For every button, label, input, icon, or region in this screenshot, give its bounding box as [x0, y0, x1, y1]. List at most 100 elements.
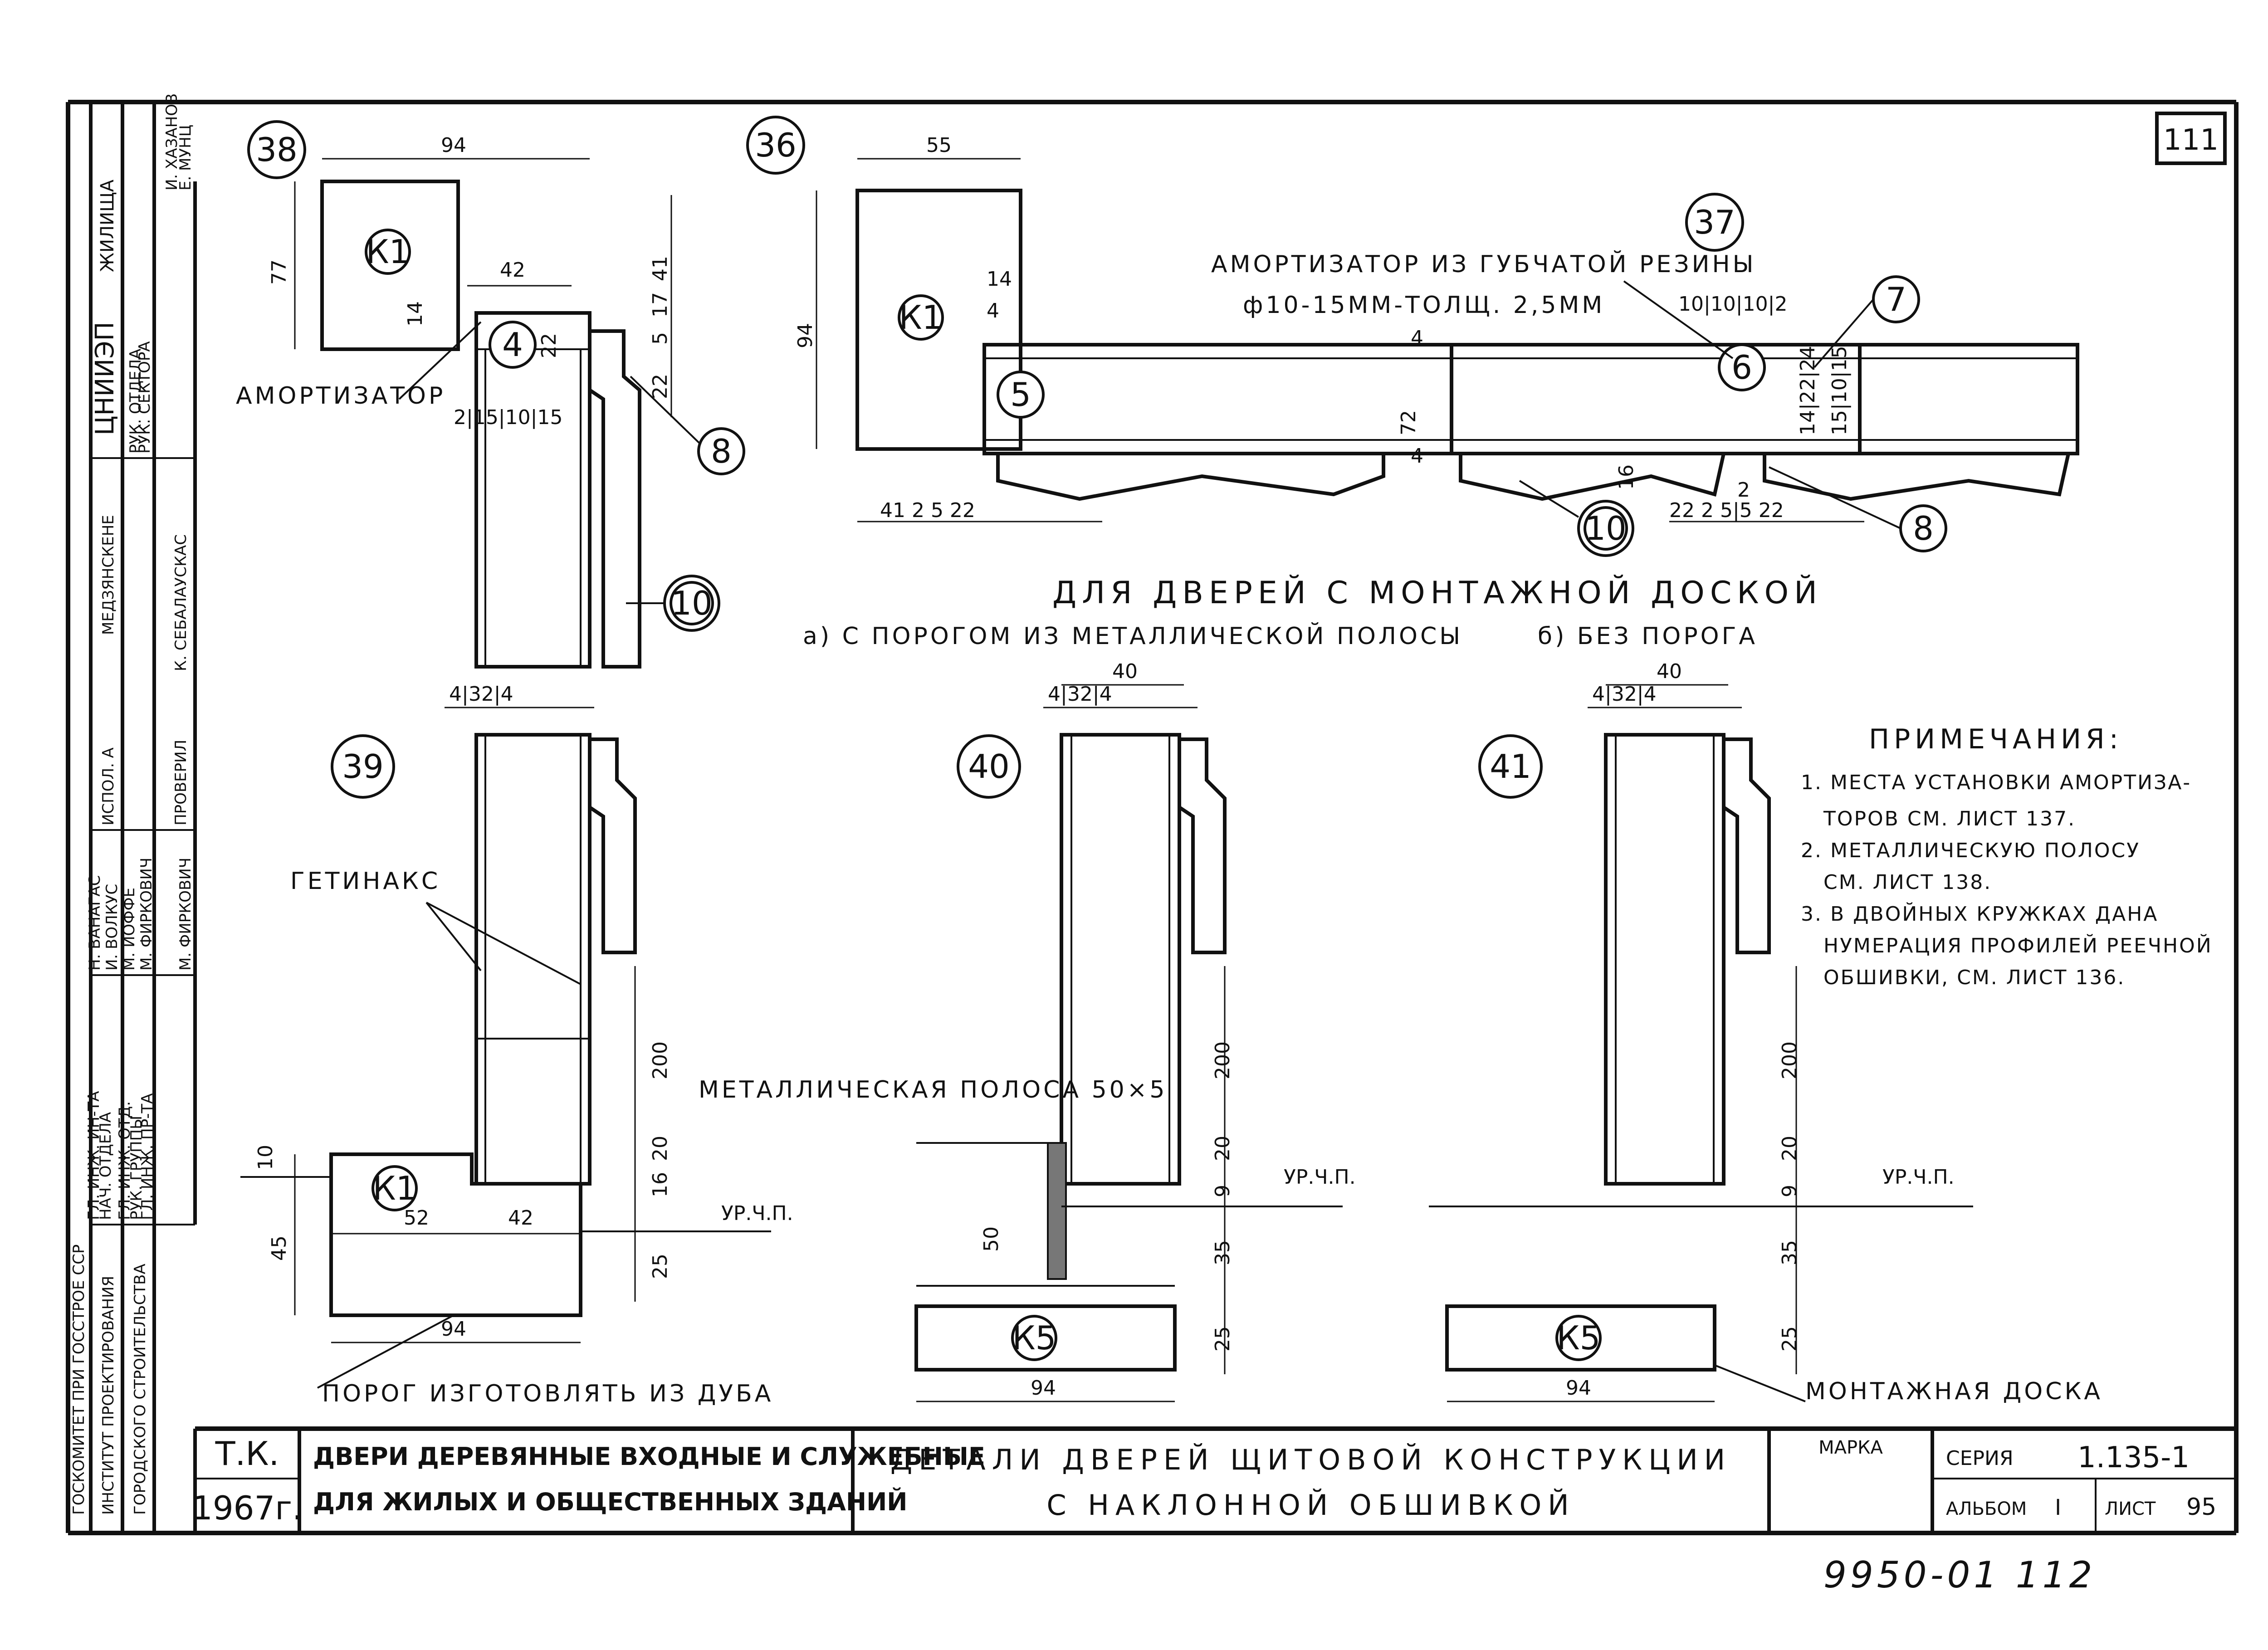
svg-text:50: 50: [980, 1226, 1003, 1252]
svg-text:52: 52: [404, 1206, 429, 1230]
stamp-executed: ИСПОЛ. А: [99, 747, 117, 825]
part-mark-6: 6: [1718, 343, 1766, 391]
door-leaf-horizontal-a: [982, 343, 1862, 455]
svg-text:14|22|24: 14|22|24: [1796, 346, 1819, 435]
floor-level-41: УР.Ч.П.: [1882, 1166, 1955, 1189]
svg-text:41: 41: [649, 256, 672, 281]
svg-text:5: 5: [1010, 376, 1031, 414]
top-dims-41: 4|32|4: [1592, 683, 1657, 706]
top-dims-39: 4|32|4: [449, 683, 513, 706]
note-line-4: СМ. ЛИСТ 138.: [1823, 871, 1992, 894]
detail-number-37: 37: [1685, 193, 1744, 252]
top-dims-40: 4|32|4: [1048, 683, 1112, 706]
sheet-title-line-1: ДЕТАЛИ ДВЕРЕЙ ЩИТОВОЙ КОНСТРУКЦИИ: [890, 1443, 1731, 1476]
svg-text:72: 72: [1397, 410, 1420, 435]
svg-text:37: 37: [1694, 203, 1735, 241]
svg-text:20: 20: [1778, 1136, 1801, 1161]
stamp-name-top-2: Е. МУНЦ: [176, 125, 195, 190]
svg-text:200: 200: [1778, 1041, 1801, 1079]
svg-text:25: 25: [1778, 1326, 1801, 1352]
album-label: АЛЬБОМ: [1946, 1499, 2027, 1519]
part-mark-k1: К1: [365, 229, 411, 275]
svg-text:39: 39: [342, 747, 384, 786]
stamp-org-sub: ЖИЛИЩА: [97, 179, 118, 272]
svg-text:К1: К1: [899, 298, 943, 337]
detail-number-39: 39: [331, 734, 395, 799]
svg-text:94: 94: [441, 1318, 466, 1341]
sheet-title-line-2: С НАКЛОННОЙ ОБШИВКОЙ: [1046, 1489, 1575, 1522]
stamp-design-name: К. СЕБАЛАУСКАС: [172, 534, 190, 671]
svg-text:35: 35: [1211, 1240, 1234, 1265]
cladding-40: [1178, 737, 1227, 954]
stamp-role-top-2: РУК. СЕКТОРА: [136, 341, 154, 454]
svg-text:2: 2: [1737, 478, 1750, 502]
stamp-role-bottom-5: ГЛ. ИНЖ. ПР-ТА: [138, 1093, 156, 1220]
part-mark-k1-39: К1: [371, 1165, 418, 1211]
svg-text:94: 94: [1031, 1377, 1056, 1400]
stamp-name-bottom-3: М. ИОФФЕ: [120, 888, 138, 971]
svg-text:40: 40: [1112, 660, 1138, 683]
sheet-number-box: [2155, 112, 2227, 165]
stamp-role-bottom-1: ГЛ. ИНЖ. ИН-ТА: [85, 1091, 103, 1220]
cladding-38: [588, 329, 641, 669]
part-mark-5: 5: [997, 371, 1045, 419]
svg-text:4: 4: [1411, 444, 1423, 468]
svg-text:17: 17: [649, 292, 672, 317]
detail-number-36: 36: [746, 116, 805, 175]
metal-strip-threshold: [1047, 1142, 1067, 1280]
floor-level-39: УР.Ч.П.: [721, 1202, 793, 1225]
label-metal-strip: МЕТАЛЛИЧЕСКАЯ ПОЛОСА 50×5: [699, 1076, 1167, 1103]
svg-text:8: 8: [1913, 509, 1934, 547]
mounting-board-k5-41: [1445, 1304, 1716, 1372]
svg-text:45: 45: [268, 1235, 291, 1261]
svg-text:4: 4: [987, 299, 999, 322]
stamp-role-top-1: РУК. ОТДЕЛА: [127, 349, 145, 454]
row-dims-38: 2|15|10|15: [454, 406, 562, 429]
part-mark-8-b: 8: [1899, 504, 1947, 552]
svg-text:40: 40: [1657, 660, 1682, 683]
svg-text:8: 8: [711, 432, 732, 470]
list-value: 95: [2186, 1494, 2216, 1521]
subheading-a: а) С ПОРОГОМ ИЗ МЕТАЛЛИЧЕСКОЙ ПОЛОСЫ: [803, 622, 1463, 650]
floor-level-40: УР.Ч.П.: [1284, 1166, 1356, 1189]
stamp-institute-line-1: ГОСКОМИТЕТ ПРИ ГОССТРОЕ ССР: [70, 1245, 88, 1515]
svg-text:4: 4: [1411, 327, 1423, 350]
archive-number: 9950-01 112: [1823, 1554, 2096, 1596]
svg-text:36: 36: [755, 126, 797, 164]
svg-text:55: 55: [926, 134, 952, 157]
door-leaf-38: [474, 311, 591, 669]
svg-text:40: 40: [968, 747, 1010, 786]
svg-text:20: 20: [649, 1136, 672, 1161]
svg-text:94: 94: [1566, 1377, 1591, 1400]
label-rubber-2: ф10-15ММ-ТОЛЩ. 2,5ММ: [1243, 292, 1605, 319]
label-amortizator: АМОРТИЗАТОР: [236, 382, 445, 410]
svg-text:94: 94: [794, 323, 817, 348]
detail-number-40: 40: [957, 734, 1021, 799]
frame-k1-36: [855, 189, 1022, 451]
year: 1967г.: [192, 1489, 303, 1527]
notes-block: ПРИМЕЧАНИЯ: 1. МЕСТА УСТАНОВКИ АМОРТИЗА-…: [1801, 723, 2213, 989]
stamp-name-top-1: И. ХАЗАНОВ: [163, 93, 181, 190]
svg-text:16: 16: [1615, 464, 1638, 490]
svg-text:41: 41: [1490, 747, 1531, 786]
part-mark-8-a: 8: [697, 427, 745, 475]
marka-label: МАРКА: [1818, 1437, 1883, 1458]
threshold-k1-39: [329, 1152, 582, 1317]
stamp-org: ЦНИИЭП: [90, 322, 120, 435]
stamp-name-bottom-1: Н. ВАНАГАС: [86, 875, 104, 971]
svg-text:14: 14: [987, 268, 1012, 291]
stamp-role-bottom-2: НАЧ. ОТДЕЛА: [97, 1112, 115, 1220]
note-line-1: 1. МЕСТА УСТАНОВКИ АМОРТИЗА-: [1801, 771, 2191, 794]
stamp-checked: ПРОВЕРИЛ: [172, 740, 190, 825]
row-dims-37: 22 2 5|5 22: [1669, 499, 1784, 522]
note-line-7: ОБШИВКИ, СМ. ЛИСТ 136.: [1823, 966, 2125, 989]
project-title-line-1: ДВЕРИ ДЕРЕВЯННЫЕ ВХОДНЫЕ И СЛУЖЕБНЫЕ: [313, 1442, 985, 1471]
note-line-6: НУМЕРАЦИЯ ПРОФИЛЕЙ РЕЕЧНОЙ: [1823, 933, 2213, 957]
stamp-institute-line-2: ИНСТИТУТ ПРОЕКТИРОВАНИЯ: [99, 1276, 117, 1515]
stamp-role-bottom-3: ГЛ. ИНЖ. ОТД.: [116, 1101, 134, 1220]
detail-38: 38 К1 94 77 42 14 4 22 2|15|10|15 41 17 …: [236, 120, 745, 669]
project-title-line-2: ДЛЯ ЖИЛЫХ И ОБЩЕСТВЕННЫХ ЗДАНИЙ: [313, 1488, 908, 1516]
svg-text:42: 42: [500, 259, 525, 282]
stamp-institute-line-3: ГОРОДСКОГО СТРОИТЕЛЬСТВА: [131, 1264, 149, 1515]
